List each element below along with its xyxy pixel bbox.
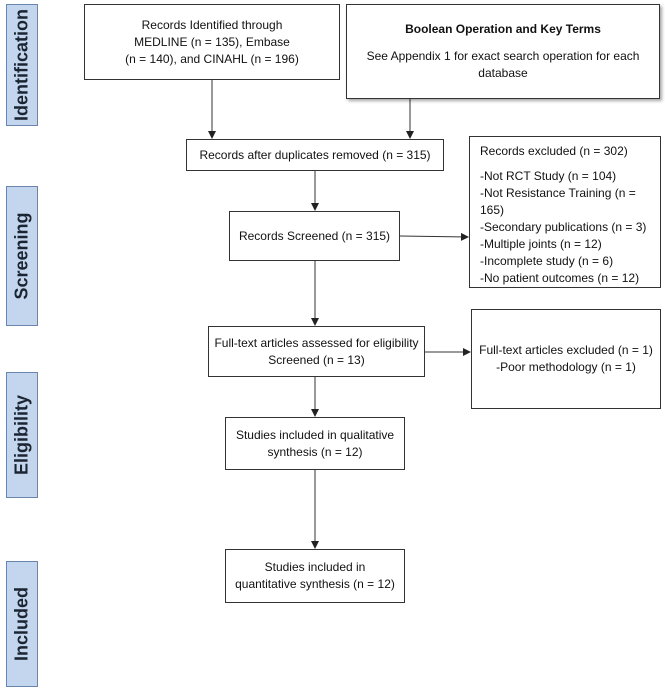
fulltext-excluded-box: Full-text articles excluded (n = 1) -Poo… xyxy=(471,309,661,409)
excluded-item: -Not Resistance Training (n = 165) xyxy=(480,186,636,217)
records-screened-text: Records Screened (n = 315) xyxy=(238,228,391,243)
boolean-terms-title: Boolean Operation and Key Terms xyxy=(405,22,601,36)
fulltext-assessed-box: Full-text articles assessed for eligibil… xyxy=(208,326,425,377)
stage-identification: Identification xyxy=(6,4,38,126)
after-duplicates-text: Records after duplicates removed (n = 31… xyxy=(199,147,431,162)
boolean-terms-box: Boolean Operation and Key Terms See Appe… xyxy=(346,4,660,99)
stage-screening: Screening xyxy=(6,186,38,326)
excluded-item: -Incomplete study (n = 6) xyxy=(480,254,614,268)
quantitative-line-2: quantitative synthesis (n = 12) xyxy=(235,577,395,591)
fulltext-excluded-line-1: Full-text articles excluded (n = 1) xyxy=(479,343,653,357)
records-identified-line-1: Records Identified through xyxy=(141,17,283,32)
quantitative-synthesis-box: Studies included in quantitative synthes… xyxy=(225,549,405,603)
excluded-item: -No patient outcomes (n = 12) xyxy=(480,271,640,285)
records-screened-box: Records Screened (n = 315) xyxy=(229,211,400,261)
excluded-item: -Secondary publications (n = 3) xyxy=(480,220,647,234)
quantitative-line-1: Studies included in xyxy=(264,560,366,574)
after-duplicates-box: Records after duplicates removed (n = 31… xyxy=(186,139,444,171)
fulltext-excluded-line-2: -Poor methodology (n = 1) xyxy=(496,360,636,374)
records-identified-line-3: (n = 140), and CINAHL (n = 196) xyxy=(125,51,299,66)
qualitative-line-1: Studies included in qualitative xyxy=(235,427,395,442)
records-excluded-title: Records excluded (n = 302) xyxy=(480,144,628,158)
records-identified-line-2: MEDLINE (n = 135), Embase xyxy=(134,34,290,49)
fulltext-assessed-line-1: Full-text articles assessed for eligibil… xyxy=(214,335,419,350)
qualitative-synthesis-box: Studies included in qualitative synthesi… xyxy=(225,417,405,470)
qualitative-line-2: synthesis (n = 12) xyxy=(267,444,363,459)
stage-eligibility: Eligibility xyxy=(6,372,38,498)
records-identified-box: Records Identified through MEDLINE (n = … xyxy=(84,4,340,80)
fulltext-assessed-line-2: Screened (n = 13) xyxy=(268,352,365,367)
boolean-terms-body-2: database xyxy=(478,66,528,80)
excluded-item: -Not RCT Study (n = 104) xyxy=(480,169,617,183)
boolean-terms-body-1: See Appendix 1 for exact search operatio… xyxy=(366,49,640,63)
stage-included: Included xyxy=(6,561,38,687)
records-excluded-box: Records excluded (n = 302) -Not RCT Stud… xyxy=(469,136,661,288)
excluded-item: -Multiple joints (n = 12) xyxy=(480,237,602,251)
arrow-screened-to-excluded xyxy=(399,232,469,241)
